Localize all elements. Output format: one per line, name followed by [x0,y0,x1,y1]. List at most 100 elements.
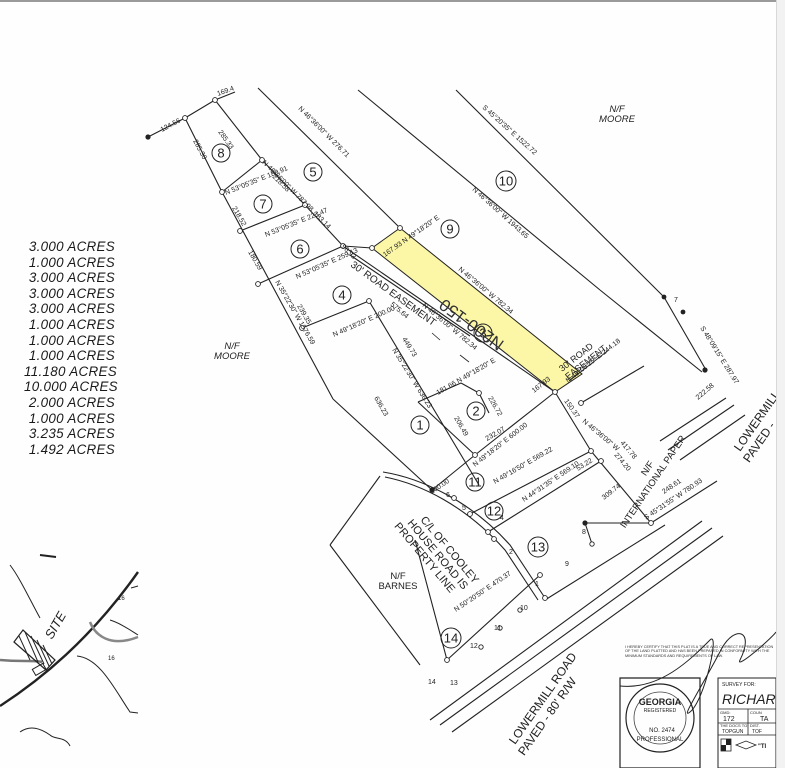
plat-label: TOPGUN [722,729,744,735]
plat-label: S 45°20'35" E 1522.72 [481,104,539,157]
plat-label: 9 [565,561,569,568]
lot-13-label[interactable]: 13 [527,536,549,558]
plat-label: N 46°36'00" W [581,417,621,453]
lot-6-label[interactable]: 6 [290,239,310,259]
iron-pins [145,134,708,526]
plat-label: N 49°16'50" E 569.22 [492,445,554,485]
plat-label: 5 [462,505,466,512]
easement-ticks [431,332,579,381]
plat-label: DIST. [750,723,760,728]
vicinity-map [0,554,139,747]
plat-label: 8 [217,146,224,161]
acreage-row: 1.492 ACRES [28,441,115,457]
lot-8-label[interactable]: 8 [211,143,231,163]
boundary-lines [147,87,746,733]
plat-label: 13 [450,680,458,687]
lot-7-label[interactable]: 7 [253,194,273,214]
acreage-row: 10.000 ACRES [24,379,118,395]
plat-label: 4 [338,288,345,303]
plat-label: 13 [531,540,545,555]
plat-label: S 48°09'15" E 287.97 [698,325,740,386]
plat-label: N 49°18'20" E 200.00 [332,304,397,339]
plat-label: 222.58 [695,382,716,401]
plat-label: 172 [723,716,735,723]
highway-number-2: 16 [108,656,115,662]
plat-label: 124.56 [160,117,182,133]
plat-label: N 35°22'30" W 1576.59 [273,279,316,346]
plat-notes: C/L OF COOLEY HOUSE ROAD IS PROPERTY LIN… [348,260,776,758]
lot-9-label[interactable]: 9 [440,219,460,239]
lot-10-label[interactable]: 10 [495,170,517,192]
lot-2-label[interactable]: 2 [466,401,486,421]
site-label: SITE [42,609,70,642]
plat-label: 2 [472,404,479,419]
plat-label: 8 [582,529,586,536]
road-point-labels: 4 5 6 2 1 8 9 10 11 12 13 14 [428,492,586,687]
plat-label: 6 [296,242,303,257]
plat-label: 7 [674,297,678,304]
viewer-top-border [0,0,777,2]
highway-number: 16 [118,596,125,602]
lot-3-highlight[interactable] [371,227,583,393]
viewer-scrollbar-edge[interactable] [776,0,785,768]
lot-5-label[interactable]: 5 [303,162,323,182]
lot-1-label[interactable]: 1 [410,415,430,435]
plat-label: 12 [470,643,478,650]
lot-12-label[interactable]: 12 [484,501,504,521]
plat-label: 285.30 [191,139,207,161]
moore-left-name: MOORE [214,351,251,362]
lot-4-label[interactable]: 4 [332,285,352,305]
acreage-row: 3.235 ACRES [28,426,115,442]
plat-label: 12 [487,504,501,519]
barnes-name: BARNES [378,581,417,592]
barnes-nf: N/F [390,571,406,582]
plat-label: 449.73 [400,336,417,358]
plat-label: TOF [752,729,762,735]
lot-11-label[interactable]: 11 [465,472,485,492]
acreage-row: 2.000 ACRES [28,394,115,410]
certification-text: I HEREBY CERTIFY THAT THIS PLAT IS A TRU… [625,645,774,658]
acreage-row: 11.180 ACRES [24,363,117,379]
plat-label: N 46°36'00" W 1943.65 [471,186,531,241]
acreage-row: 3.000 ACRES [28,301,115,317]
plat-label: 6 [446,492,450,499]
plat-label: 218.52 [230,206,247,228]
plat-label: NO. 2474 [649,728,675,734]
plat-label: THE DOCS TO: [720,723,748,728]
acreage-row: 3.000 ACRES [28,239,115,254]
plat-label: GEORGIA [639,697,682,707]
plat-label: 9 [446,222,453,237]
plat-label: 2 [509,549,513,556]
lot-14-label[interactable]: 14 [440,627,462,649]
plat-label: 636.23 [372,396,389,418]
acreage-row: 1.000 ACRES [28,254,115,270]
plat-label: 3 [479,326,486,341]
plat-label: 11 [468,475,482,490]
plat-label: TA [760,716,769,723]
plat-label: 181.66 N 49°18'20" E [435,356,497,397]
plat-label: 7 [259,197,266,212]
plat-label: 10 [499,174,513,189]
registration-seal [625,683,695,753]
plat-label: 226.72 [486,396,503,418]
acreage-row: 1.000 ACRES [28,332,115,348]
moore-left-nf: N/F [224,341,241,352]
plat-label: 206.49 [452,416,469,438]
lot-numbers: 1 2 3 4 5 6 7 8 9 10 11 12 13 14 [211,143,549,649]
plat-label: PROFESSIONAL [637,737,684,743]
plat-label: 5 [309,165,316,180]
adjoiner-labels: N/F MOORE N/F MOORE N/F BARNES N/F INTER… [214,104,688,592]
plat-label: 4 [500,515,504,522]
plat-label: 10 [520,605,528,612]
corner-markers [182,97,654,663]
plat-label: COUN [750,710,762,715]
lot-3-label[interactable]: 3 [473,323,493,343]
moore-top-name: MOORE [599,114,636,125]
plat-label: 1 [416,418,423,433]
plat-label: SURVEY FOR: [722,682,756,688]
dimension-labels: 169.4 124.56 285.33 285.30 N 46°36'00" W… [160,85,741,613]
plat-label: 14 [444,631,458,646]
firm-arrow-icon [734,740,758,750]
